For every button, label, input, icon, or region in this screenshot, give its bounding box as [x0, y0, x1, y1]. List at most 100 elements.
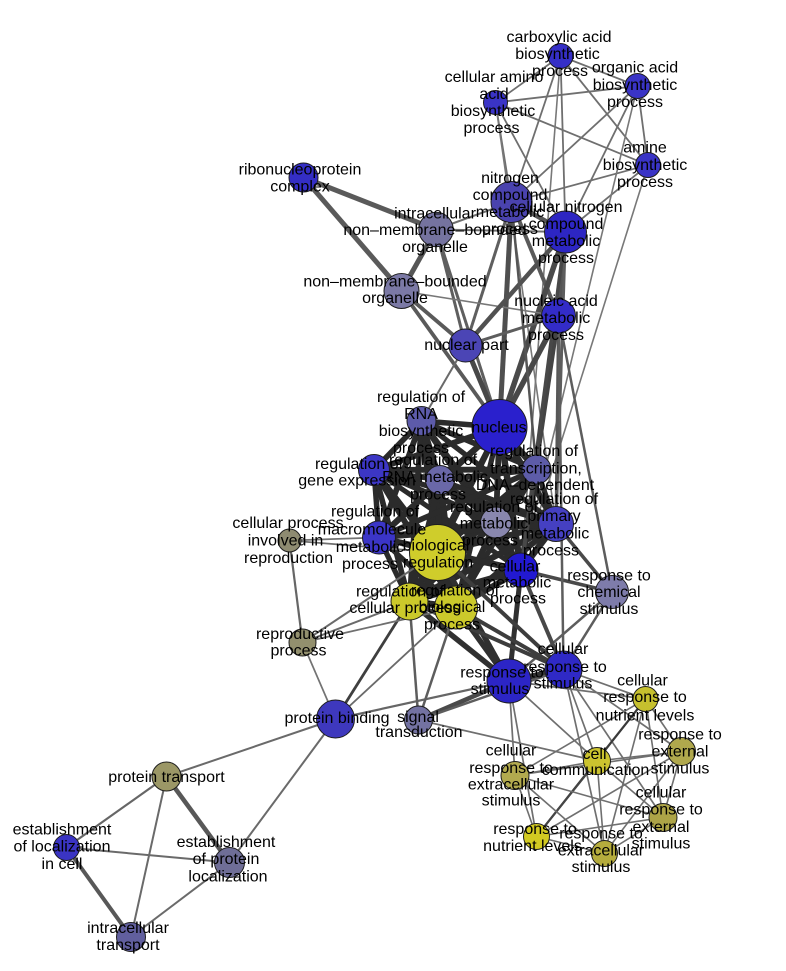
svg-text:metabolic: metabolic	[522, 310, 590, 327]
svg-text:regulation: regulation	[403, 555, 473, 572]
svg-text:response to: response to	[603, 689, 687, 706]
svg-text:regulation of: regulation of	[490, 443, 579, 460]
svg-text:of protein: of protein	[193, 851, 260, 868]
svg-text:transcription,: transcription,	[490, 461, 582, 478]
svg-text:establishment: establishment	[13, 822, 112, 839]
svg-text:non–membrane–bounded: non–membrane–bounded	[343, 222, 526, 239]
svg-text:cellular: cellular	[636, 785, 687, 802]
svg-text:extracellular: extracellular	[468, 777, 555, 794]
svg-text:communication: communication	[542, 762, 650, 779]
svg-text:regulation of: regulation of	[510, 491, 599, 508]
svg-text:compound: compound	[473, 187, 548, 204]
svg-text:metabolic: metabolic	[532, 233, 600, 250]
svg-text:cellular amino: cellular amino	[445, 69, 544, 86]
svg-text:regulation of: regulation of	[389, 452, 478, 469]
svg-text:organelle: organelle	[402, 239, 468, 256]
svg-text:primary: primary	[527, 508, 580, 525]
svg-text:stimulus: stimulus	[572, 859, 631, 876]
svg-text:of localization: of localization	[14, 839, 111, 856]
svg-text:RNA metabolic: RNA metabolic	[382, 469, 488, 486]
svg-text:biological: biological	[419, 599, 486, 616]
svg-text:process: process	[463, 120, 519, 137]
svg-text:cellular: cellular	[538, 641, 589, 658]
svg-text:process: process	[424, 617, 480, 634]
svg-text:cellular process: cellular process	[232, 515, 343, 532]
svg-text:cell: cell	[582, 746, 606, 763]
svg-text:biosynthetic: biosynthetic	[515, 46, 600, 63]
svg-text:macromolecule: macromolecule	[318, 522, 427, 539]
svg-text:organic acid: organic acid	[592, 60, 678, 77]
svg-text:response to: response to	[638, 727, 722, 744]
svg-text:regulation of: regulation of	[331, 504, 420, 521]
svg-text:cellular nitrogen: cellular nitrogen	[510, 199, 623, 216]
svg-text:nucleus: nucleus	[471, 420, 526, 437]
svg-text:reproduction: reproduction	[244, 550, 333, 567]
svg-text:protein transport: protein transport	[108, 769, 225, 786]
svg-text:establishment: establishment	[177, 834, 276, 851]
svg-text:process: process	[528, 327, 584, 344]
svg-text:regulation of: regulation of	[377, 389, 466, 406]
svg-text:response to: response to	[493, 821, 577, 838]
svg-text:metabolic: metabolic	[483, 575, 551, 592]
svg-text:regulation of: regulation of	[411, 583, 500, 600]
svg-text:process: process	[270, 643, 326, 660]
svg-text:response to: response to	[567, 568, 651, 585]
svg-text:extracellular: extracellular	[558, 843, 645, 860]
svg-text:nuclear part: nuclear part	[424, 337, 509, 354]
svg-text:process: process	[607, 94, 663, 111]
svg-text:regulation of: regulation of	[315, 456, 404, 473]
svg-text:cellular: cellular	[490, 559, 541, 576]
svg-text:biosynthetic: biosynthetic	[379, 423, 464, 440]
svg-text:nutrient levels: nutrient levels	[596, 708, 695, 725]
svg-text:external: external	[652, 744, 709, 761]
svg-text:chemical: chemical	[577, 584, 640, 601]
svg-text:response to: response to	[460, 665, 544, 682]
svg-text:reproductive: reproductive	[256, 626, 344, 643]
svg-text:intracellular: intracellular	[87, 920, 169, 937]
svg-text:carboxylic acid: carboxylic acid	[507, 29, 612, 46]
svg-text:RNA: RNA	[404, 406, 438, 423]
svg-text:response to: response to	[559, 826, 643, 843]
svg-text:metabolic: metabolic	[476, 204, 544, 221]
svg-text:process: process	[482, 221, 538, 238]
svg-text:transduction: transduction	[375, 724, 462, 741]
svg-text:nucleic acid: nucleic acid	[514, 293, 598, 310]
svg-text:process: process	[410, 487, 466, 504]
svg-text:amine: amine	[623, 140, 667, 157]
svg-text:stimulus: stimulus	[651, 761, 710, 778]
svg-text:cellular: cellular	[617, 673, 668, 690]
svg-text:process: process	[532, 63, 588, 80]
svg-text:in cell: in cell	[42, 856, 83, 873]
svg-text:transport: transport	[96, 937, 160, 954]
svg-text:non–membrane–bounded: non–membrane–bounded	[303, 274, 486, 291]
svg-text:biosynthetic: biosynthetic	[603, 157, 688, 174]
svg-text:DNA–dependent: DNA–dependent	[476, 477, 595, 494]
svg-text:metabolic: metabolic	[336, 539, 404, 556]
svg-text:process: process	[393, 440, 449, 457]
svg-text:nitrogen: nitrogen	[481, 170, 539, 187]
svg-text:process: process	[617, 174, 673, 191]
svg-text:process: process	[462, 533, 518, 550]
svg-text:process: process	[342, 556, 398, 573]
svg-text:process: process	[490, 591, 546, 608]
svg-text:biological: biological	[403, 538, 470, 555]
svg-text:metabolic: metabolic	[460, 516, 528, 533]
svg-text:cellular process: cellular process	[349, 600, 460, 617]
svg-text:complex: complex	[270, 179, 330, 196]
svg-text:process: process	[538, 250, 594, 267]
svg-text:acid: acid	[479, 86, 508, 103]
svg-text:response to: response to	[469, 760, 553, 777]
svg-text:stimulus: stimulus	[580, 601, 639, 618]
svg-text:process: process	[523, 543, 579, 560]
svg-text:involved in: involved in	[248, 533, 324, 550]
svg-text:external: external	[633, 819, 690, 836]
svg-text:biosynthetic: biosynthetic	[451, 103, 536, 120]
svg-text:response to: response to	[523, 659, 607, 676]
svg-text:compound: compound	[529, 216, 604, 233]
svg-text:stimulus: stimulus	[471, 681, 530, 698]
svg-text:regulation of: regulation of	[356, 584, 445, 601]
svg-text:stimulus: stimulus	[534, 676, 593, 693]
svg-text:localization: localization	[188, 869, 267, 886]
svg-text:regulation of: regulation of	[450, 499, 539, 516]
svg-text:intracellular: intracellular	[394, 206, 476, 223]
